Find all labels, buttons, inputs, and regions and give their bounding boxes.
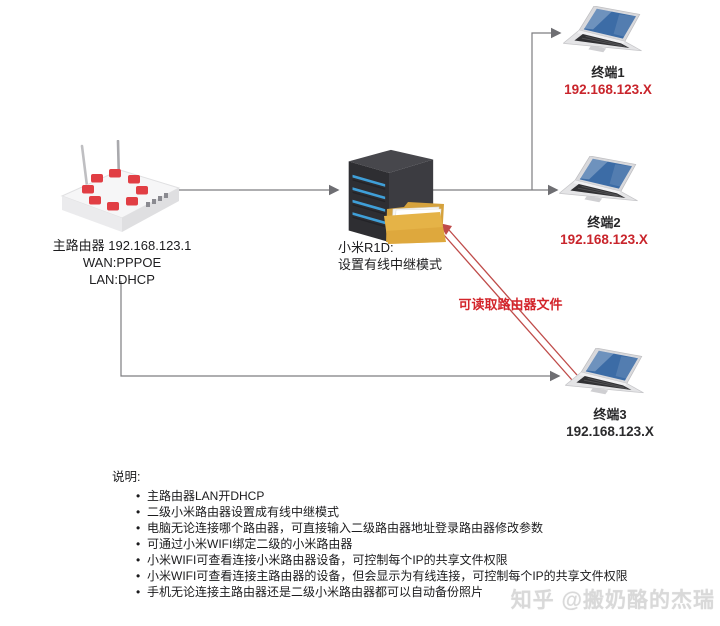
relay-label: 小米R1D: 设置有线中继模式: [338, 239, 508, 273]
laptop-icon: [563, 6, 653, 62]
router-ports: [146, 193, 168, 207]
note-item: 可通过小米WIFI绑定二级的小米路由器: [136, 536, 652, 552]
router-label: 主路由器 192.168.123.1 WAN:PPPOE LAN:DHCP: [20, 237, 224, 288]
notes-title: 说明:: [112, 470, 141, 484]
router-lan: LAN:DHCP: [89, 272, 155, 287]
note-item: 小米WIFI可查看连接小米路由器设备，可控制每个IP的共享文件权限: [136, 552, 652, 568]
terminal-1: 终端1 192.168.123.X: [528, 6, 688, 98]
relay-mode: 设置有线中继模式: [338, 257, 443, 272]
router-title: 主路由器 192.168.123.1: [52, 238, 192, 253]
terminal-2-name: 终端2: [587, 215, 621, 230]
note-item: 小米WIFI可查看连接主路由器的设备，但会显示为有线连接，可控制每个IP的共享文…: [136, 568, 652, 584]
notes-list: 主路由器LAN开DHCP 二级小米路由器设置成有线中继模式 电脑无论连接哪个路由…: [112, 488, 652, 600]
terminal-3-ip: 192.168.123.X: [566, 424, 654, 439]
note-item: 主路由器LAN开DHCP: [136, 488, 652, 504]
zhihu-watermark: 知乎 @搬奶酪的杰瑞: [510, 589, 715, 612]
link-router-to-terminal3: [120, 281, 561, 382]
server-drive-stripes: [352, 174, 386, 225]
router-wan: WAN:PPPOE: [82, 255, 162, 270]
terminal-3: 终端3 192.168.123.X: [530, 348, 690, 440]
router-led-pattern: [82, 169, 148, 211]
link-relay-to-terminal1: [531, 27, 562, 190]
terminal-3-name: 终端3: [593, 407, 627, 422]
terminal-1-ip: 192.168.123.X: [564, 82, 652, 97]
relay-name: 小米R1D:: [338, 240, 394, 255]
main-router-icon: [60, 140, 181, 232]
terminal-2: 终端2 192.168.123.X: [524, 156, 684, 248]
note-item: 电脑无论连接哪个路由器，可直接输入二级路由器地址登录路由器修改参数: [136, 520, 652, 536]
laptop-icon: [565, 348, 655, 404]
note-item: 二级小米路由器设置成有线中继模式: [136, 504, 652, 520]
laptop-icon: [559, 156, 649, 212]
red-arrow-annotation: 可读取路由器文件: [458, 297, 563, 312]
note-item: 手机无论连接主路由器还是二级小米路由器都可以自动备份照片: [136, 584, 652, 600]
notes-section: 说明: 主路由器LAN开DHCP 二级小米路由器设置成有线中继模式 电脑无论连接…: [112, 466, 652, 600]
terminal-2-ip: 192.168.123.X: [560, 232, 648, 247]
shared-folder-icon: [384, 202, 446, 244]
terminal-1-name: 终端1: [591, 65, 625, 80]
